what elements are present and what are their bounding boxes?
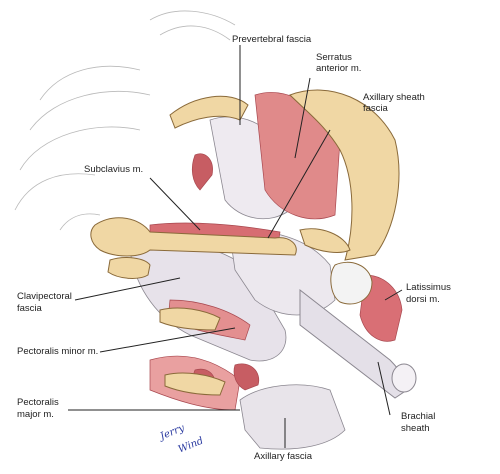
label-prevertebral-fascia: Prevertebral fascia [232, 34, 312, 45]
label-latissimus-line1: Latissimus [406, 282, 451, 293]
leader-pectoralis-minor [99, 327, 236, 353]
scapula-bone [289, 89, 400, 261]
leader-serratus [294, 77, 311, 159]
leader-latissimus [384, 289, 403, 301]
spinous-process [169, 95, 249, 129]
label-latissimus-line2: dorsi m. [406, 294, 440, 305]
rib-2 [159, 307, 221, 331]
bones [90, 89, 400, 396]
cut-muscle-1 [191, 153, 213, 191]
rib-1 [107, 257, 151, 279]
label-clavipectoral-line1: Clavipectoral [17, 291, 72, 302]
humeral-head [330, 261, 373, 305]
label-serratus-anterior-line2: anterior m. [316, 63, 362, 74]
leader-clavipectoral [74, 277, 181, 301]
label-brachial-sheath-line2: sheath [401, 423, 430, 434]
sketch-strokes [14, 10, 236, 231]
rib-3 [164, 372, 226, 396]
clavicle-bone [90, 217, 297, 257]
label-axillary-fascia: Axillary fascia [254, 451, 313, 462]
label-serratus-anterior-line1: Serratus [316, 52, 352, 63]
axillary-fascia-sheet [239, 384, 346, 450]
label-pectoralis-major-line2: major m. [17, 409, 54, 420]
label-clavipectoral-line2: fascia [17, 303, 42, 314]
label-axillary-sheath-line2: fascia [363, 103, 388, 114]
cut-muscle-2 [233, 363, 260, 391]
label-subclavius: Subclavius m. [84, 164, 144, 175]
label-axillary-sheath-line1: Axillary sheath [363, 92, 425, 103]
muscles [149, 92, 403, 411]
label-brachial-sheath-line1: Brachial [401, 411, 436, 422]
leader-lines [68, 45, 403, 448]
label-pectoralis-minor: Pectoralis minor m. [17, 346, 99, 357]
leader-axillary-sheath [267, 129, 331, 239]
leader-subclavius [149, 177, 201, 231]
leader-brachial-sheath [377, 361, 391, 416]
serratus-anterior-muscle [254, 92, 341, 220]
brachial-sheath-tube [299, 288, 417, 399]
coracoid-process [299, 228, 351, 253]
label-pectoralis-major-line1: Pectoralis [17, 397, 59, 408]
